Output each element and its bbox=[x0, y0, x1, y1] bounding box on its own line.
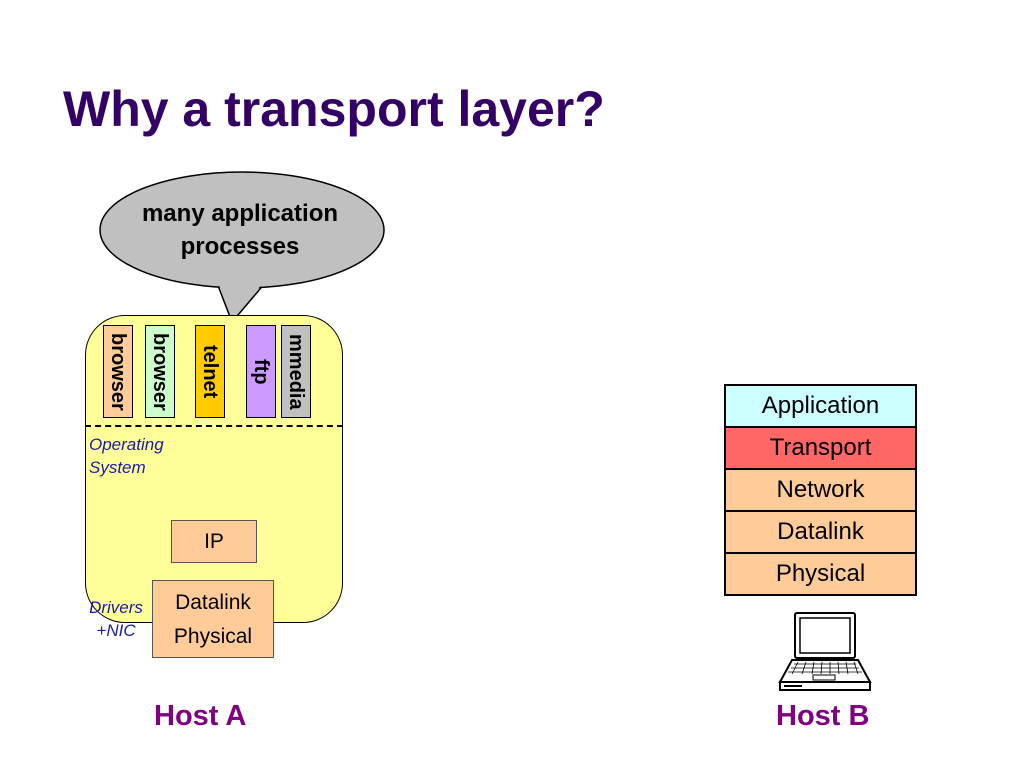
process-label: browser bbox=[107, 332, 129, 411]
host-b-label: Host B bbox=[776, 700, 870, 732]
bubble-line-2: processes bbox=[180, 233, 300, 260]
layer-transport: Transport bbox=[726, 428, 915, 468]
layer-network: Network bbox=[726, 470, 915, 510]
layer-datalink: Datalink bbox=[726, 512, 915, 552]
process-ftp: ftp bbox=[246, 325, 276, 418]
datalink-label: Datalink bbox=[175, 591, 251, 614]
process-mmedia: mmedia bbox=[281, 325, 311, 418]
physical-label: Physical bbox=[173, 625, 253, 648]
protocol-stack: Application Transport Network Datalink P… bbox=[724, 384, 917, 596]
layer-application: Application bbox=[726, 386, 915, 426]
drivers-label: Drivers +NIC bbox=[82, 596, 150, 642]
laptop-icon bbox=[778, 612, 872, 691]
datalink-physical-box: Datalink Physical bbox=[152, 580, 274, 658]
host-a-label: Host A bbox=[154, 700, 247, 732]
process-label: browser bbox=[149, 332, 171, 411]
os-divider bbox=[85, 425, 343, 427]
os-label-line-1: Operating bbox=[89, 435, 164, 454]
drivers-label-line-2: +NIC bbox=[96, 621, 136, 640]
process-label: telnet bbox=[199, 344, 221, 399]
process-telnet: telnet bbox=[195, 325, 225, 418]
process-label: mmedia bbox=[285, 333, 307, 410]
process-browser-2: browser bbox=[145, 325, 175, 418]
page-title: Why a transport layer? bbox=[63, 81, 605, 137]
ip-box: IP bbox=[171, 520, 257, 563]
process-browser-1: browser bbox=[103, 325, 133, 418]
bubble-line-1: many application bbox=[141, 200, 339, 227]
bubble-text: many application processes bbox=[105, 197, 375, 263]
process-label: ftp bbox=[250, 358, 272, 385]
os-label: Operating System bbox=[89, 433, 164, 479]
layer-physical: Physical bbox=[726, 554, 915, 594]
drivers-label-line-1: Drivers bbox=[89, 598, 143, 617]
os-label-line-2: System bbox=[89, 458, 146, 477]
